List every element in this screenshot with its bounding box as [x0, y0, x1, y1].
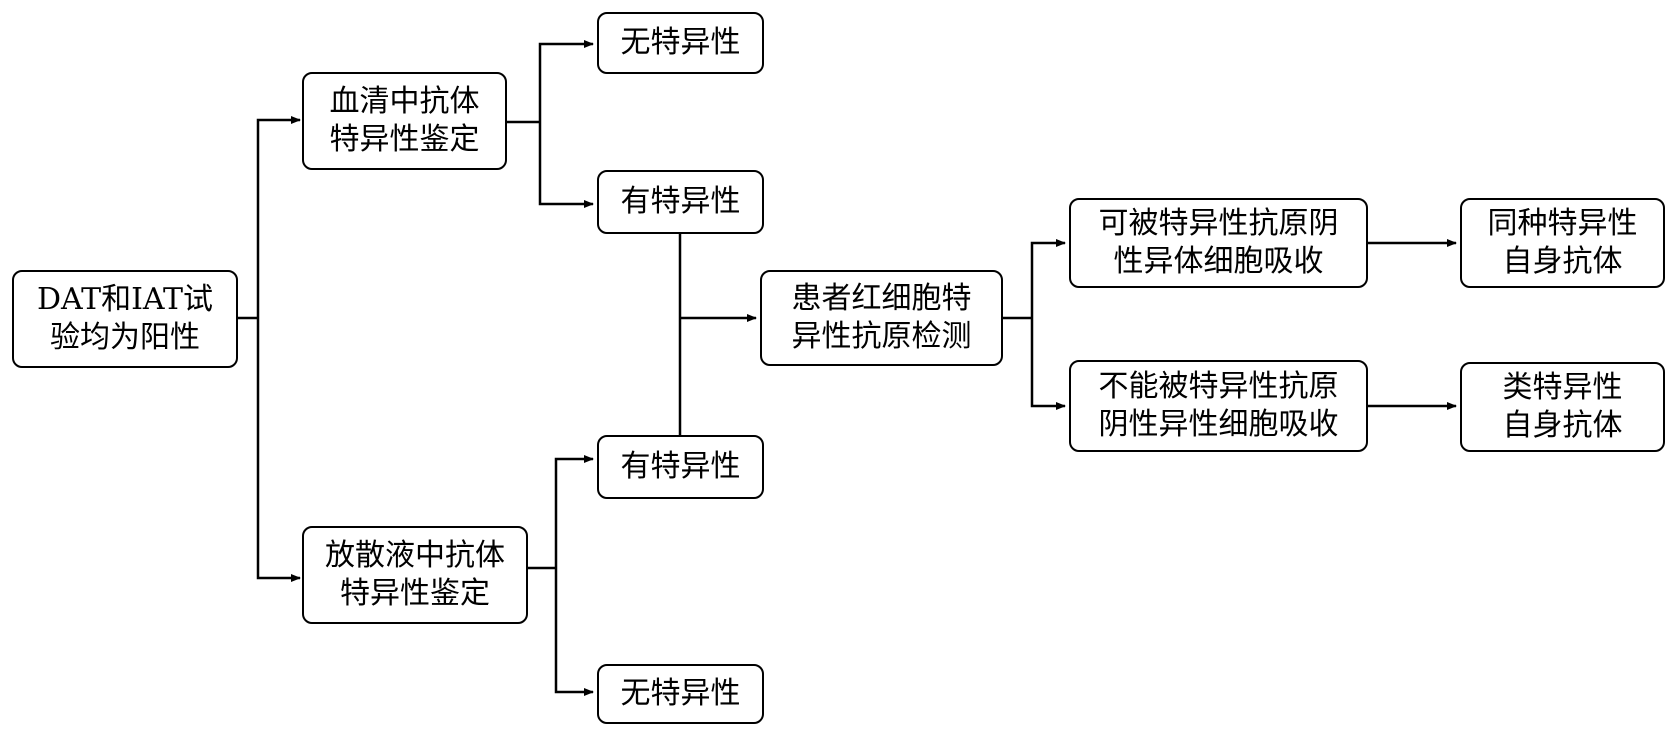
node-serum-specific-label: 有特异性 — [620, 184, 741, 219]
arrow-to-eluate-nonspecific — [554, 568, 594, 696]
node-start: DAT和IAT试 验均为阳性 — [12, 270, 238, 368]
arrow-to-eluate-specific — [554, 455, 594, 568]
node-pseudo-specific-autoantibody: 类特异性 自身抗体 — [1460, 362, 1665, 452]
node-not-absorbed: 不能被特异性抗原 阴性异性细胞吸收 — [1069, 360, 1368, 452]
node-start-line-1: DAT和IAT试 — [37, 282, 213, 317]
arrow-to-not-absorbed — [1030, 318, 1066, 410]
node-eluate-nonspecific-label: 无特异性 — [620, 676, 741, 711]
arrow-to-serum-nonspecific — [538, 40, 594, 122]
node-start-line-2: 验均为阳性 — [50, 320, 200, 355]
arrow-to-eluate-id — [256, 318, 301, 582]
node-absorbed-line-1: 可被特异性抗原阴 — [1098, 206, 1339, 241]
node-absorbed-line-2: 性异体细胞吸收 — [1113, 244, 1324, 279]
node-antigen-test: 患者红细胞特 异性抗原检测 — [760, 270, 1003, 366]
node-pseudo-specific-autoantibody-line-1: 类特异性 — [1502, 370, 1623, 405]
arrow-to-absorbed — [1030, 239, 1066, 318]
node-absorbed: 可被特异性抗原阴 性异体细胞吸收 — [1069, 198, 1368, 288]
node-serum-identification: 血清中抗体 特异性鉴定 — [302, 72, 507, 170]
node-pseudo-specific-autoantibody-line-2: 自身抗体 — [1502, 408, 1623, 443]
node-serum-nonspecific: 无特异性 — [597, 12, 764, 74]
arrow-to-serum-specific — [538, 122, 594, 208]
node-eluate-identification: 放散液中抗体 特异性鉴定 — [302, 526, 528, 624]
node-eluate-nonspecific: 无特异性 — [597, 664, 764, 724]
node-allo-specific-autoantibody-line-1: 同种特异性 — [1487, 206, 1638, 241]
node-eluate-identification-line-1: 放散液中抗体 — [325, 538, 505, 573]
node-eluate-specific-label: 有特异性 — [620, 449, 741, 484]
node-allo-specific-autoantibody: 同种特异性 自身抗体 — [1460, 198, 1665, 288]
node-serum-specific: 有特异性 — [597, 170, 764, 234]
node-antigen-test-line-2: 异性抗原检测 — [791, 319, 972, 354]
node-not-absorbed-line-1: 不能被特异性抗原 — [1098, 369, 1339, 404]
node-eluate-identification-line-2: 特异性鉴定 — [340, 576, 490, 611]
node-serum-nonspecific-label: 无特异性 — [620, 25, 741, 60]
node-eluate-specific: 有特异性 — [597, 435, 764, 499]
node-serum-identification-line-2: 特异性鉴定 — [329, 122, 480, 157]
node-serum-identification-line-1: 血清中抗体 — [329, 84, 480, 119]
node-antigen-test-line-1: 患者红细胞特 — [791, 281, 972, 316]
arrow-to-serum-id — [256, 116, 301, 318]
node-not-absorbed-line-2: 阴性异性细胞吸收 — [1098, 407, 1339, 442]
node-allo-specific-autoantibody-line-2: 自身抗体 — [1502, 244, 1623, 279]
